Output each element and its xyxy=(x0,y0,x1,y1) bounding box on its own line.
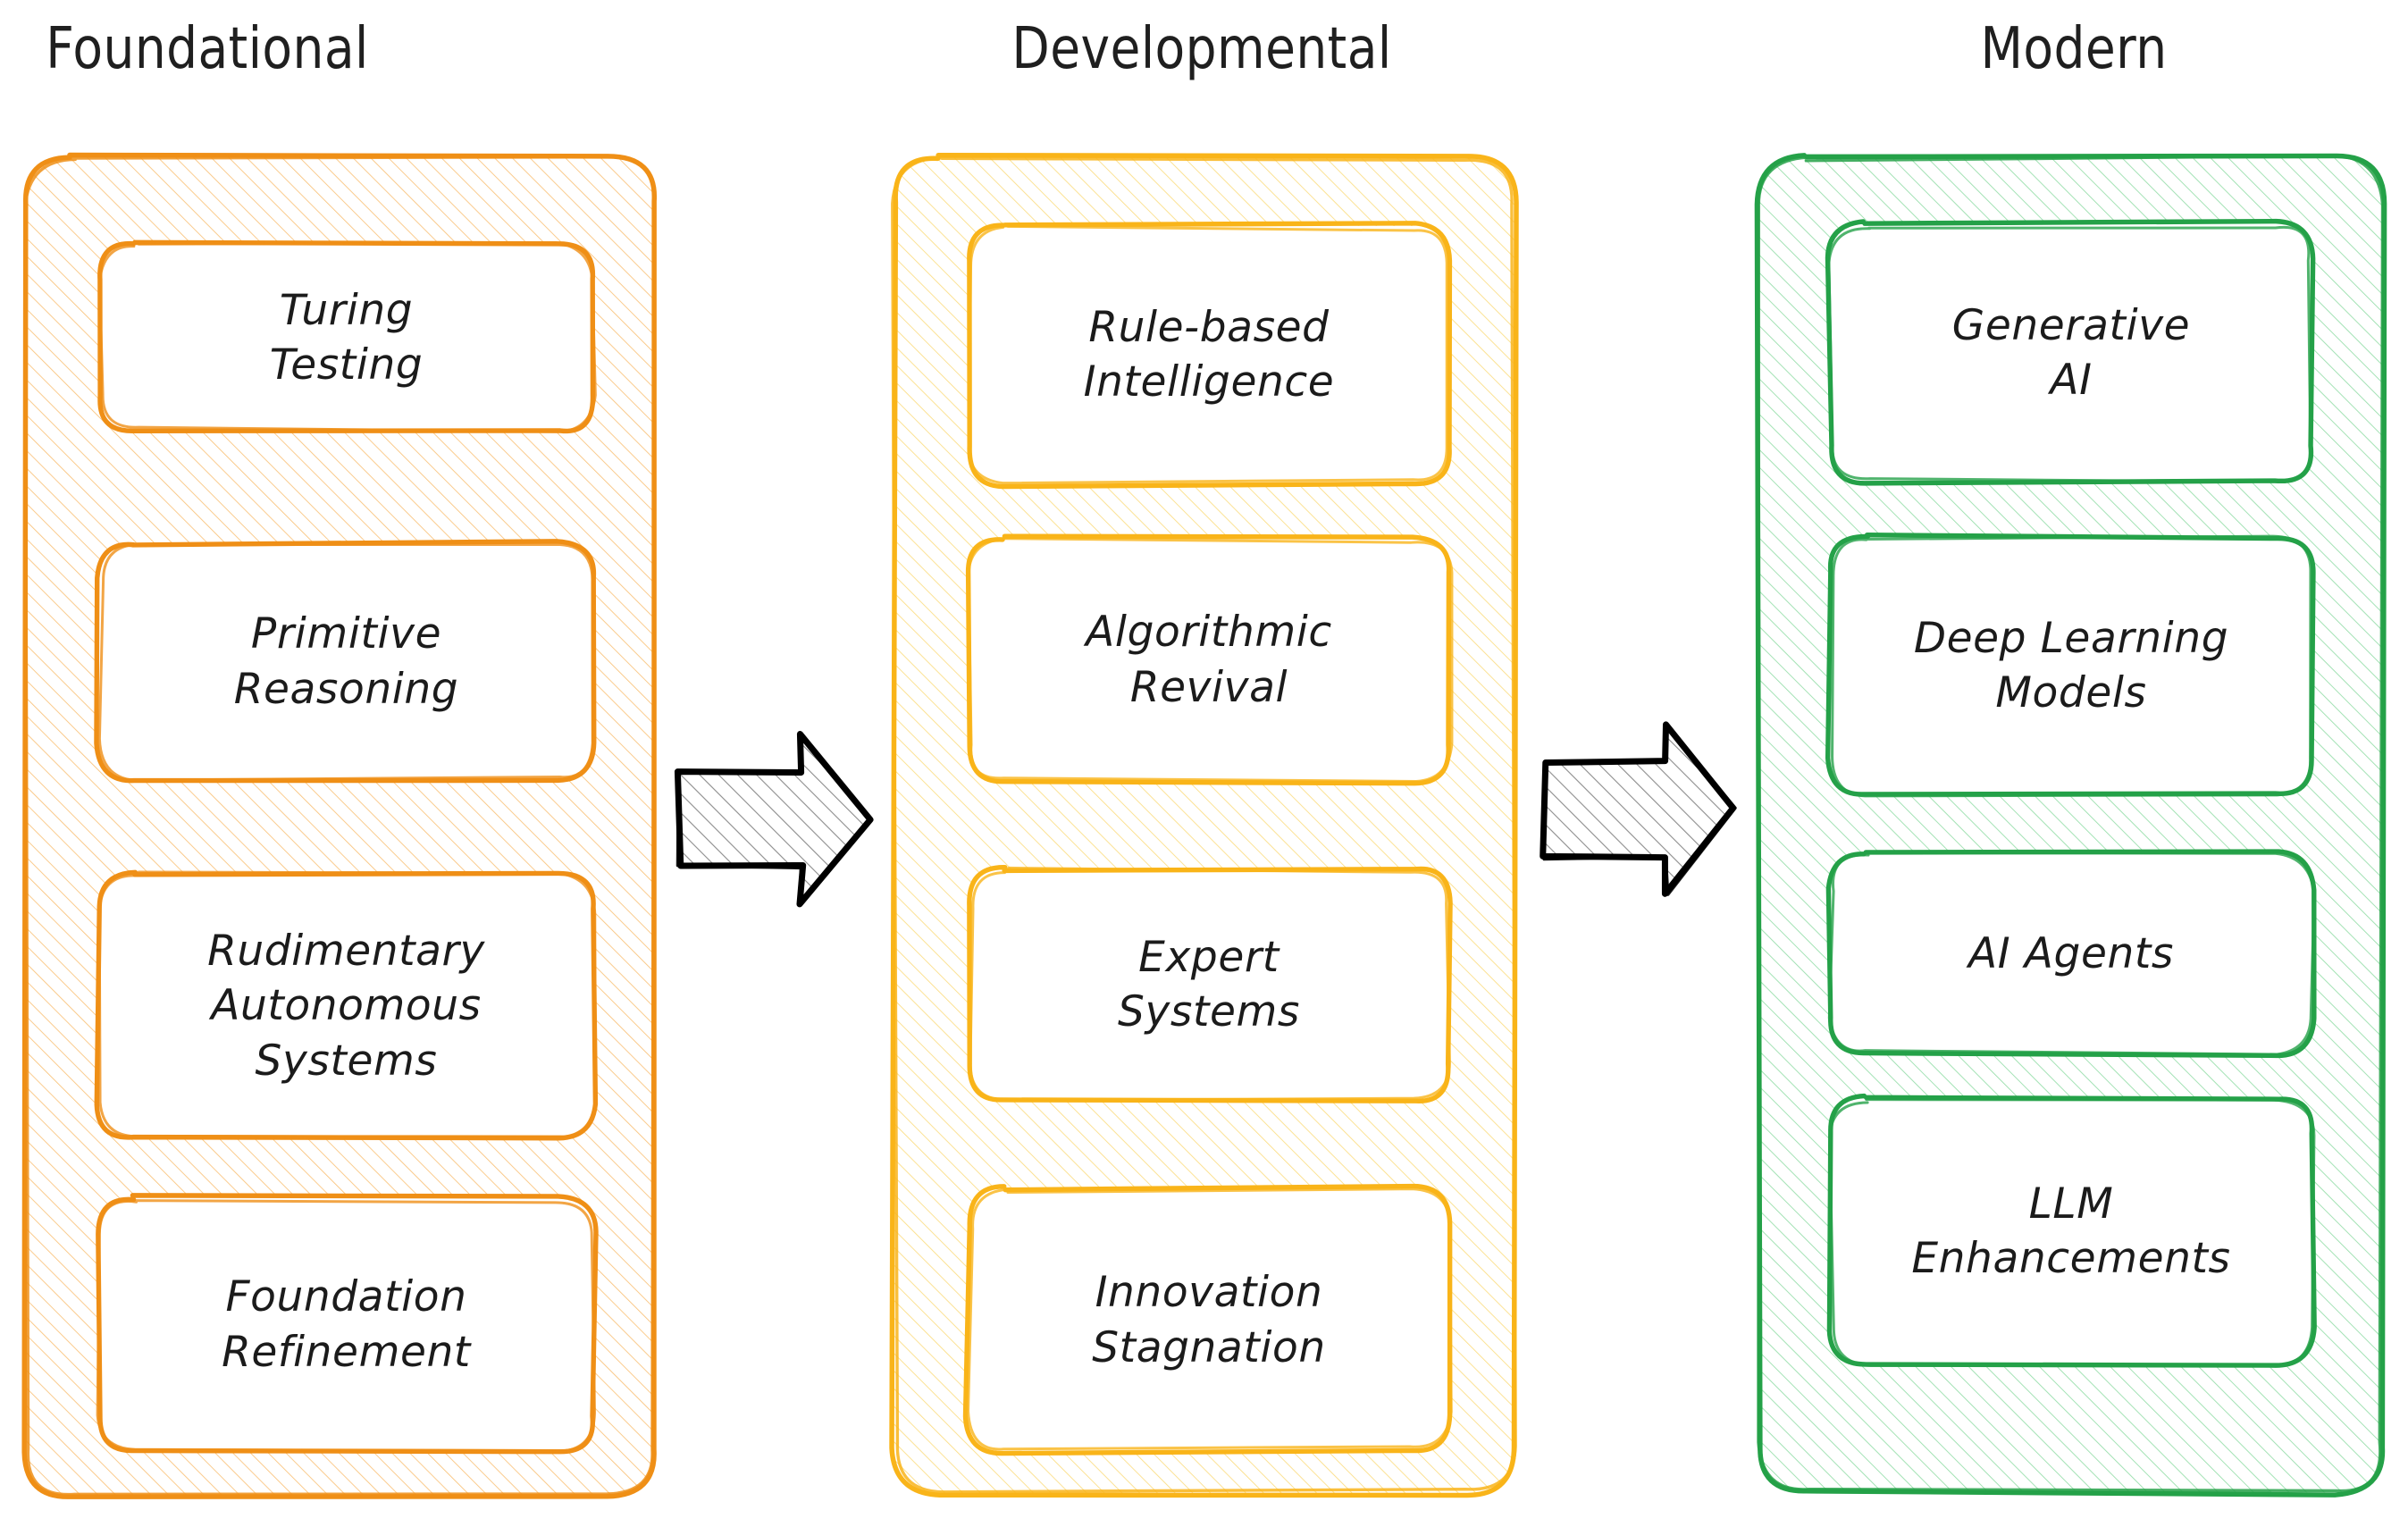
node-box[interactable] xyxy=(967,864,1453,1103)
arrow-foundational-to-developmental xyxy=(674,731,874,908)
column-container-developmental xyxy=(889,152,1519,1498)
node-layer xyxy=(94,218,2317,1456)
node-box[interactable] xyxy=(967,221,1453,490)
node-box[interactable] xyxy=(962,1183,1453,1456)
column-title-foundational: Foundational xyxy=(46,16,369,82)
node-box[interactable] xyxy=(96,1193,599,1455)
node-box[interactable] xyxy=(1826,1093,2317,1368)
arrow-developmental-to-modern xyxy=(1540,721,1737,897)
arrow-layer xyxy=(674,721,1737,908)
column-title-developmental: Developmental xyxy=(1011,16,1392,82)
node-box[interactable] xyxy=(1825,532,2316,798)
node-box[interactable] xyxy=(97,239,597,434)
column-title-modern: Modern xyxy=(1980,16,2168,82)
node-box[interactable] xyxy=(94,539,597,784)
node-box[interactable] xyxy=(94,869,599,1141)
node-box[interactable] xyxy=(1825,218,2316,486)
column-container-foundational xyxy=(21,152,657,1499)
node-box[interactable] xyxy=(965,533,1454,786)
node-box[interactable] xyxy=(1825,849,2317,1059)
